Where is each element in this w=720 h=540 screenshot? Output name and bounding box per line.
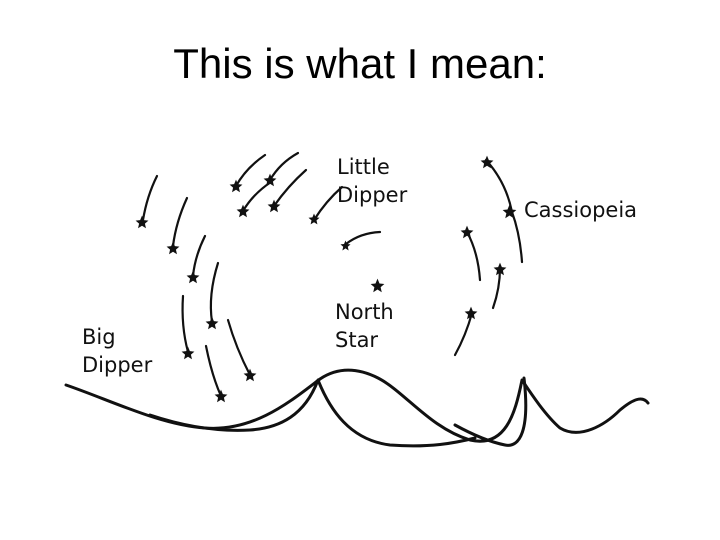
star-icon bbox=[460, 225, 474, 239]
horizon-line bbox=[453, 376, 528, 447]
trail bbox=[204, 344, 223, 398]
label-north-star-line1: North bbox=[335, 300, 394, 324]
label-north-star: North Star bbox=[335, 300, 400, 352]
north-star-icon bbox=[370, 278, 385, 293]
trail bbox=[241, 180, 273, 213]
star-icon bbox=[186, 270, 200, 284]
star-icon bbox=[135, 215, 149, 229]
label-little-dipper-line2: Dipper bbox=[337, 183, 408, 207]
trail bbox=[344, 230, 382, 246]
label-big-dipper: Big Dipper bbox=[82, 325, 153, 377]
label-north-star-line2: Star bbox=[335, 328, 378, 352]
star-icon bbox=[181, 346, 195, 360]
label-big-dipper-line2: Dipper bbox=[82, 353, 153, 377]
cassiopeia-trails bbox=[453, 155, 524, 357]
star-icon bbox=[166, 241, 180, 255]
trail bbox=[484, 158, 514, 214]
trail bbox=[510, 210, 524, 264]
star-trails-diagram: Little Dipper Cassiopeia North Star Big … bbox=[64, 151, 650, 448]
trail bbox=[268, 151, 300, 182]
horizon-line bbox=[64, 368, 650, 443]
star-icon bbox=[205, 316, 219, 330]
trail bbox=[465, 230, 482, 282]
horizon-line bbox=[148, 378, 477, 448]
star-icon bbox=[263, 173, 277, 187]
slide-title: This is what I mean: bbox=[173, 40, 547, 87]
trail bbox=[141, 174, 159, 222]
trail bbox=[226, 318, 252, 377]
trail bbox=[312, 185, 344, 222]
star-icon bbox=[243, 368, 257, 382]
trail bbox=[209, 261, 220, 324]
label-cassiopeia: Cassiopeia bbox=[524, 198, 637, 222]
star-icon bbox=[229, 179, 243, 193]
big-dipper-trails bbox=[135, 174, 257, 403]
label-little-dipper-line1: Little bbox=[337, 155, 390, 179]
little-dipper-trails bbox=[229, 151, 382, 251]
label-little-dipper: Little Dipper bbox=[337, 155, 408, 207]
trail bbox=[181, 294, 190, 354]
trail bbox=[191, 234, 207, 278]
label-big-dipper-line1: Big bbox=[82, 325, 116, 349]
trail bbox=[234, 153, 267, 188]
trail bbox=[171, 196, 189, 248]
trail bbox=[453, 311, 474, 357]
horizon-hills bbox=[64, 368, 650, 448]
trail bbox=[272, 168, 308, 208]
star-icon bbox=[214, 389, 228, 403]
star-icon bbox=[236, 204, 250, 218]
